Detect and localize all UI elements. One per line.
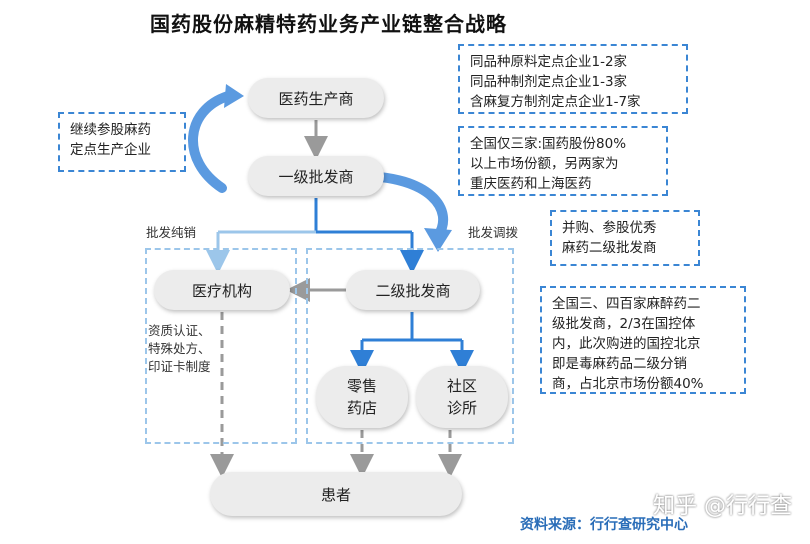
label-allocation: 批发调拨 <box>468 225 519 240</box>
group-wholesaler2 <box>306 248 514 444</box>
node-medical: 医疗机构 <box>154 270 290 310</box>
watermark: 知乎 @行行查 <box>653 494 792 519</box>
note-bottom-right: 全国三、四百家麻醉药二 级批发商，2/3在国控体 内，此次购进的国控北京 即是毒… <box>540 286 746 394</box>
note-left-manufacturer: 继续参股麻药 定点生产企业 <box>58 112 186 172</box>
note-middle-right: 全国仅三家:国药股份80% 以上市场份额，另两家为 重庆医药和上海医药 <box>458 126 668 196</box>
group-medical <box>145 248 297 444</box>
node-pharmacy: 零售 药店 <box>316 366 408 428</box>
node-clinic: 社区 诊所 <box>416 366 508 428</box>
node-patient: 患者 <box>210 472 462 516</box>
node-wholesaler2: 二级批发商 <box>346 270 480 310</box>
node-manufacturer: 医药生产商 <box>248 78 384 118</box>
note-top-right: 同品种原料定点企业1-2家 同品种制剂定点企业1-3家 含麻复方制剂定点企业1-… <box>458 44 688 114</box>
qualification-text: 资质认证、 特殊处方、 印证卡制度 <box>148 323 211 374</box>
node-wholesaler1: 一级批发商 <box>248 156 384 196</box>
source-note: 资料来源：行行查研究中心 <box>520 517 688 533</box>
page-title: 国药股份麻精特药业务产业链整合战略 <box>150 12 507 36</box>
label-pure-sale: 批发纯销 <box>146 225 197 240</box>
curve-arrow-left <box>188 91 233 193</box>
note-acquisition: 并购、参股优秀 麻药二级批发商 <box>550 210 700 266</box>
